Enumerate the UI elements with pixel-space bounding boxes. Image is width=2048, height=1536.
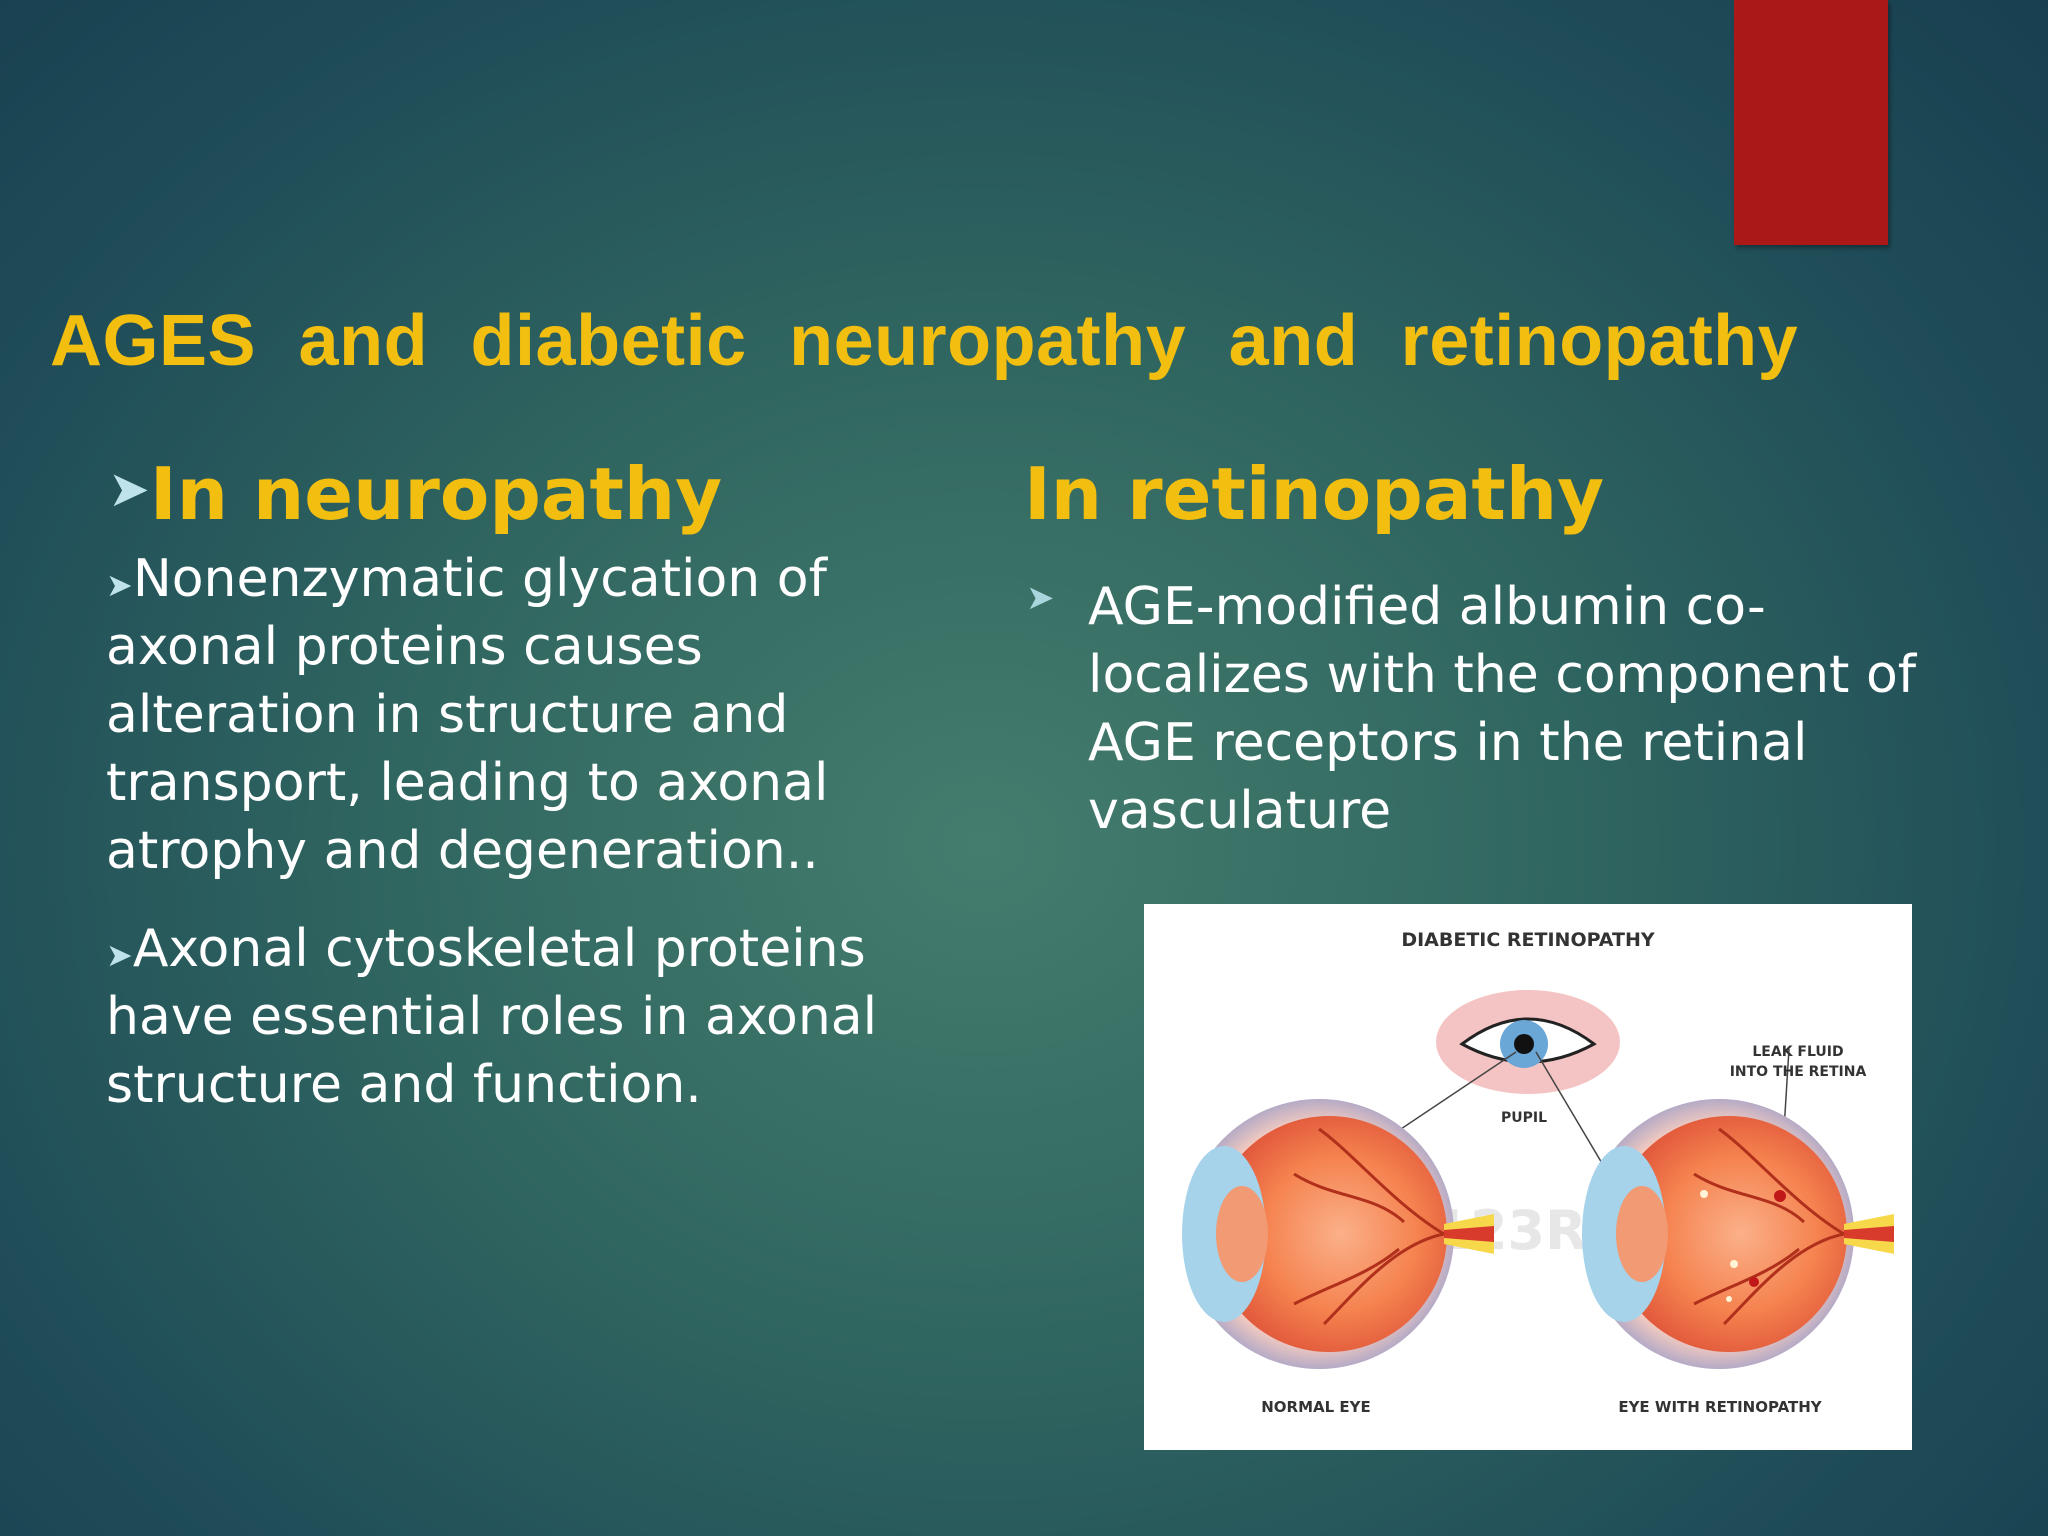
red-accent-tab [1734,0,1888,245]
normal-eye-label: NORMAL EYE [1261,1398,1371,1416]
arrowhead-bullet-icon: ➤ [106,566,133,604]
diabetic-retinopathy-figure: DIABETIC RETINOPATHY PUPIL LEAK FLUID IN… [1144,904,1912,1450]
neuropathy-paragraph-1-text: Nonenzymatic glycation of axonal protein… [106,549,829,881]
pupil-label: PUPIL [1501,1110,1547,1126]
neuropathy-paragraph-1: ➤Nonenzymatic glycation of axonal protei… [106,545,926,885]
arrowhead-bullet-icon: ➤ [1026,578,1055,618]
retinopathy-eye-label: EYE WITH RETINOPATHY [1618,1398,1822,1416]
neuropathy-paragraph-2-text: Axonal cytoskeletal proteins have essent… [106,919,878,1115]
retinopathy-heading: In retinopathy [1024,452,1605,536]
leak-label-line2: INTO THE RETINA [1730,1064,1867,1080]
arrowhead-bullet-icon: ➤ [106,936,133,974]
leak-label-line1: LEAK FLUID [1752,1044,1843,1060]
figure-title: DIABETIC RETINOPATHY [1401,929,1655,951]
eye-with-retinopathy [1582,1099,1894,1369]
eye-diagram: DIABETIC RETINOPATHY PUPIL LEAK FLUID IN… [1182,929,1894,1416]
neuropathy-heading-text: In neuropathy [149,452,723,536]
pupil [1514,1034,1534,1054]
slide-title: AGES and diabetic neuropathy and retinop… [50,301,1799,381]
neuropathy-paragraph-2: ➤Axonal cytoskeletal proteins have essen… [106,915,926,1119]
normal-eye [1182,1099,1494,1369]
neuropathy-heading: ➤In neuropathy [108,458,722,530]
retinopathy-bullet-text: AGE-modified albumin co-localizes with t… [1088,577,1917,841]
arrowhead-bullet-icon: ➤ [108,460,150,518]
